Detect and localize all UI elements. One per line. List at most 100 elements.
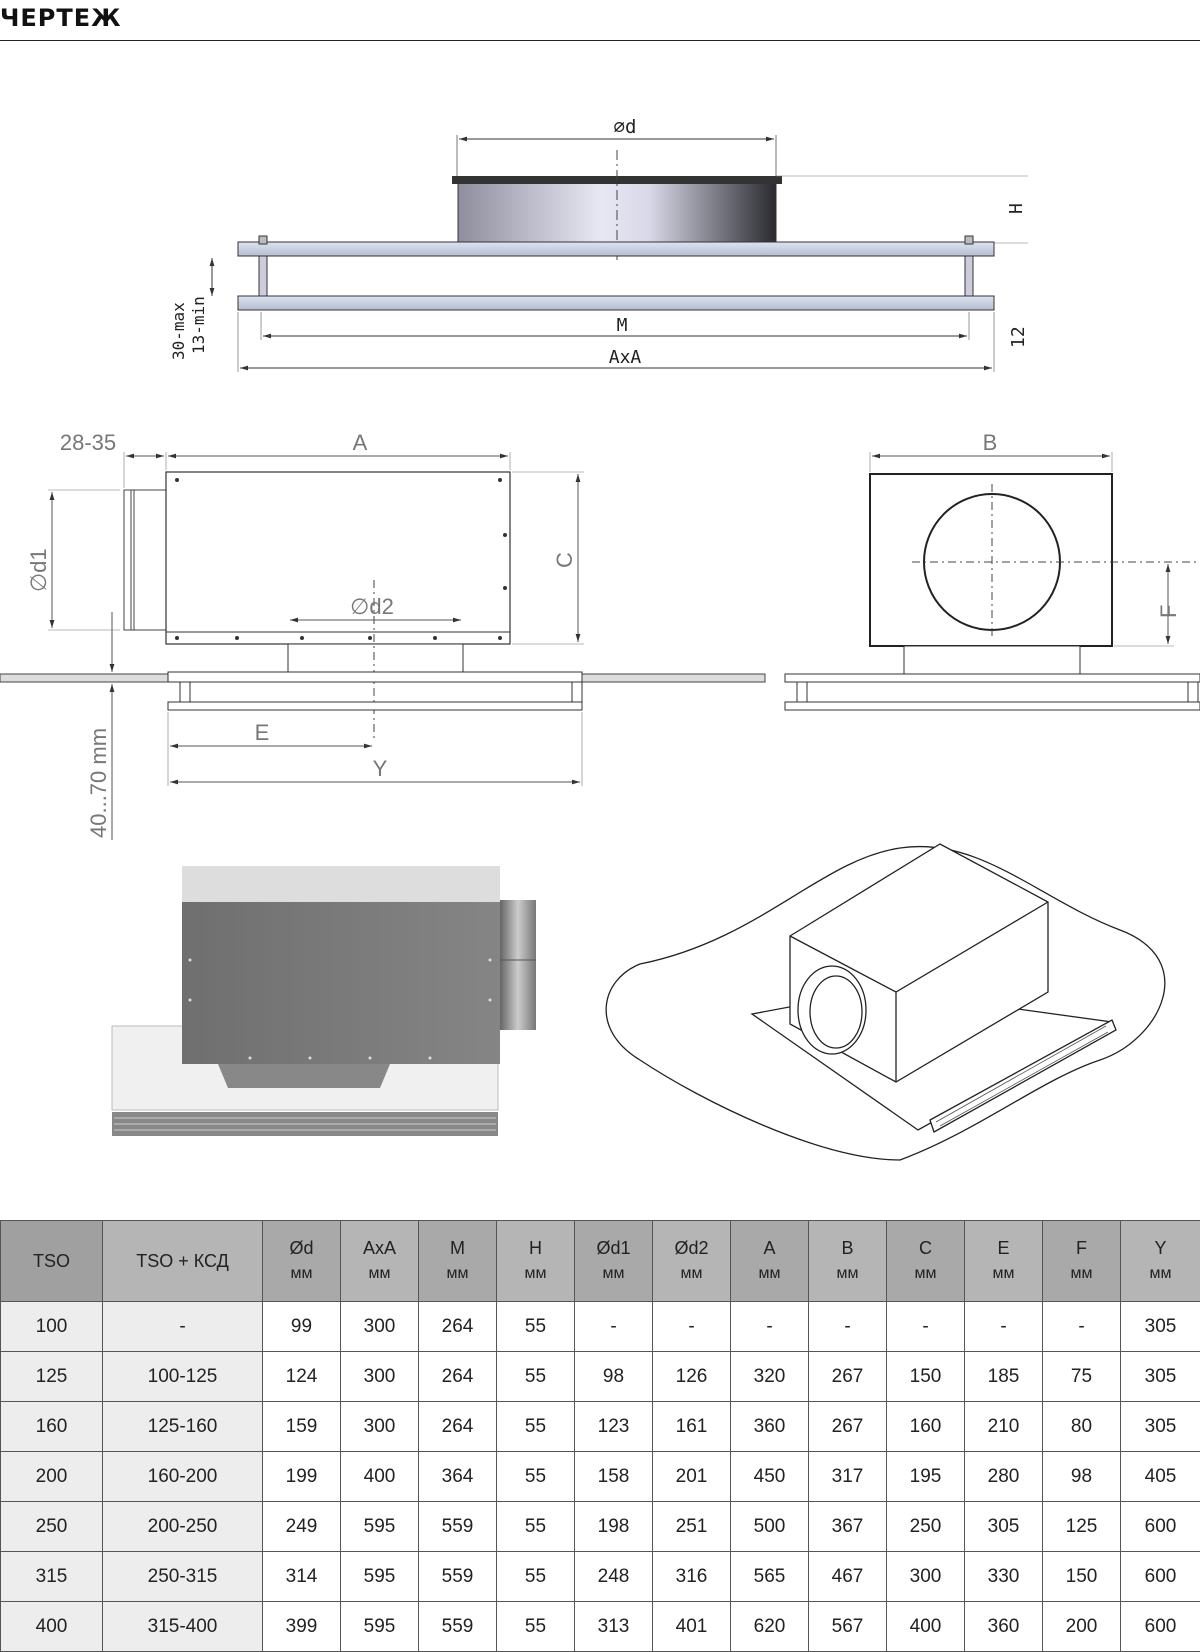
table-cell: 300: [341, 1352, 419, 1402]
table-cell: 55: [497, 1452, 575, 1502]
header-unit: мм: [732, 1261, 807, 1287]
table-cell: 316: [653, 1552, 731, 1602]
dim-c: C: [552, 552, 577, 568]
table-cell: 160-200: [103, 1452, 263, 1502]
header-label: Ød: [289, 1238, 313, 1258]
table-cell: 160: [1, 1402, 103, 1452]
table-cell: 405: [1121, 1452, 1200, 1502]
dim-twelve: 12: [1008, 326, 1029, 348]
table-cell: 360: [731, 1402, 809, 1452]
table-cell: 100-125: [103, 1352, 263, 1402]
top-view-drawing: ∅d H 12 30-max 13-min M AxA: [169, 116, 1029, 372]
dim-flange: 28-35: [60, 430, 116, 455]
table-cell: 99: [263, 1302, 341, 1352]
table-cell: 400: [1, 1602, 103, 1652]
dim-e: E: [255, 720, 270, 745]
table-cell: -: [887, 1302, 965, 1352]
table-cell: 249: [263, 1502, 341, 1552]
table-cell: 55: [497, 1602, 575, 1652]
table-cell: 150: [1043, 1552, 1121, 1602]
render-3d-product: [112, 866, 536, 1136]
table-cell: 314: [263, 1552, 341, 1602]
header-unit: мм: [342, 1261, 417, 1287]
dim-d2: ∅d2: [350, 594, 394, 619]
table-cell: 123: [575, 1402, 653, 1452]
table-cell: 185: [965, 1352, 1043, 1402]
header-label: Y: [1154, 1238, 1166, 1258]
table-cell: 315: [1, 1552, 103, 1602]
header-unit: мм: [654, 1261, 729, 1287]
table-cell: -: [575, 1302, 653, 1352]
table-cell: 400: [887, 1602, 965, 1652]
table-cell: 55: [497, 1552, 575, 1602]
table-cell: 320: [731, 1352, 809, 1402]
table-cell: 595: [341, 1552, 419, 1602]
table-cell: 565: [731, 1552, 809, 1602]
table-cell: 330: [965, 1552, 1043, 1602]
table-cell: 305: [965, 1502, 1043, 1552]
render-3d-installed: [606, 844, 1165, 1160]
header-unit: мм: [966, 1261, 1041, 1287]
table-cell: 75: [1043, 1352, 1121, 1402]
table-cell: 595: [341, 1502, 419, 1552]
table-header-cell: TSO: [1, 1221, 103, 1302]
table-cell: 55: [497, 1302, 575, 1352]
table-cell: -: [809, 1302, 887, 1352]
table-cell: 264: [419, 1402, 497, 1452]
header-unit: мм: [420, 1261, 495, 1287]
dim-b: B: [983, 430, 998, 455]
header-label: AxA: [363, 1238, 396, 1258]
table-cell: 367: [809, 1502, 887, 1552]
table-cell: 200: [1, 1452, 103, 1502]
table-cell: -: [731, 1302, 809, 1352]
side-view-drawing: 28-35 A ∅d1 C ∅d2 E Y 40...70 mm: [0, 430, 765, 840]
table-cell: 264: [419, 1302, 497, 1352]
table-cell: 201: [653, 1452, 731, 1502]
table-cell: -: [103, 1302, 263, 1352]
table-cell: 125: [1043, 1502, 1121, 1552]
technical-drawings: ∅d H 12 30-max 13-min M AxA: [0, 40, 1200, 1220]
table-cell: 200: [1043, 1602, 1121, 1652]
header-unit: мм: [1122, 1261, 1199, 1287]
front-view-drawing: B F: [785, 430, 1200, 710]
table-cell: 300: [341, 1302, 419, 1352]
table-cell: 250: [1, 1502, 103, 1552]
table-cell: 126: [653, 1352, 731, 1402]
table-cell: 55: [497, 1352, 575, 1402]
table-cell: 150: [887, 1352, 965, 1402]
table-cell: 195: [887, 1452, 965, 1502]
header-label: Ød1: [596, 1238, 630, 1258]
table-cell: 125: [1, 1352, 103, 1402]
table-cell: 300: [341, 1402, 419, 1452]
header-label: M: [450, 1238, 465, 1258]
table-cell: 559: [419, 1552, 497, 1602]
table-cell: 300: [887, 1552, 965, 1602]
header-unit: мм: [498, 1261, 573, 1287]
table-cell: 199: [263, 1452, 341, 1502]
table-cell: 600: [1121, 1602, 1200, 1652]
table-cell: 559: [419, 1502, 497, 1552]
dim-f: F: [1156, 605, 1181, 618]
header-label: A: [763, 1238, 775, 1258]
table-cell: 250-315: [103, 1552, 263, 1602]
header-label: H: [529, 1238, 542, 1258]
table-cell: 158: [575, 1452, 653, 1502]
table-cell: 305: [1121, 1402, 1200, 1452]
table-cell: 55: [497, 1502, 575, 1552]
dim-diameter-d: ∅d: [614, 116, 637, 138]
dim-gap-max: 30-max: [169, 302, 188, 360]
table-header-cell: AxA мм: [341, 1221, 419, 1302]
table-cell: 55: [497, 1402, 575, 1452]
table-cell: 567: [809, 1602, 887, 1652]
table-cell: 200-250: [103, 1502, 263, 1552]
table-cell: 267: [809, 1402, 887, 1452]
